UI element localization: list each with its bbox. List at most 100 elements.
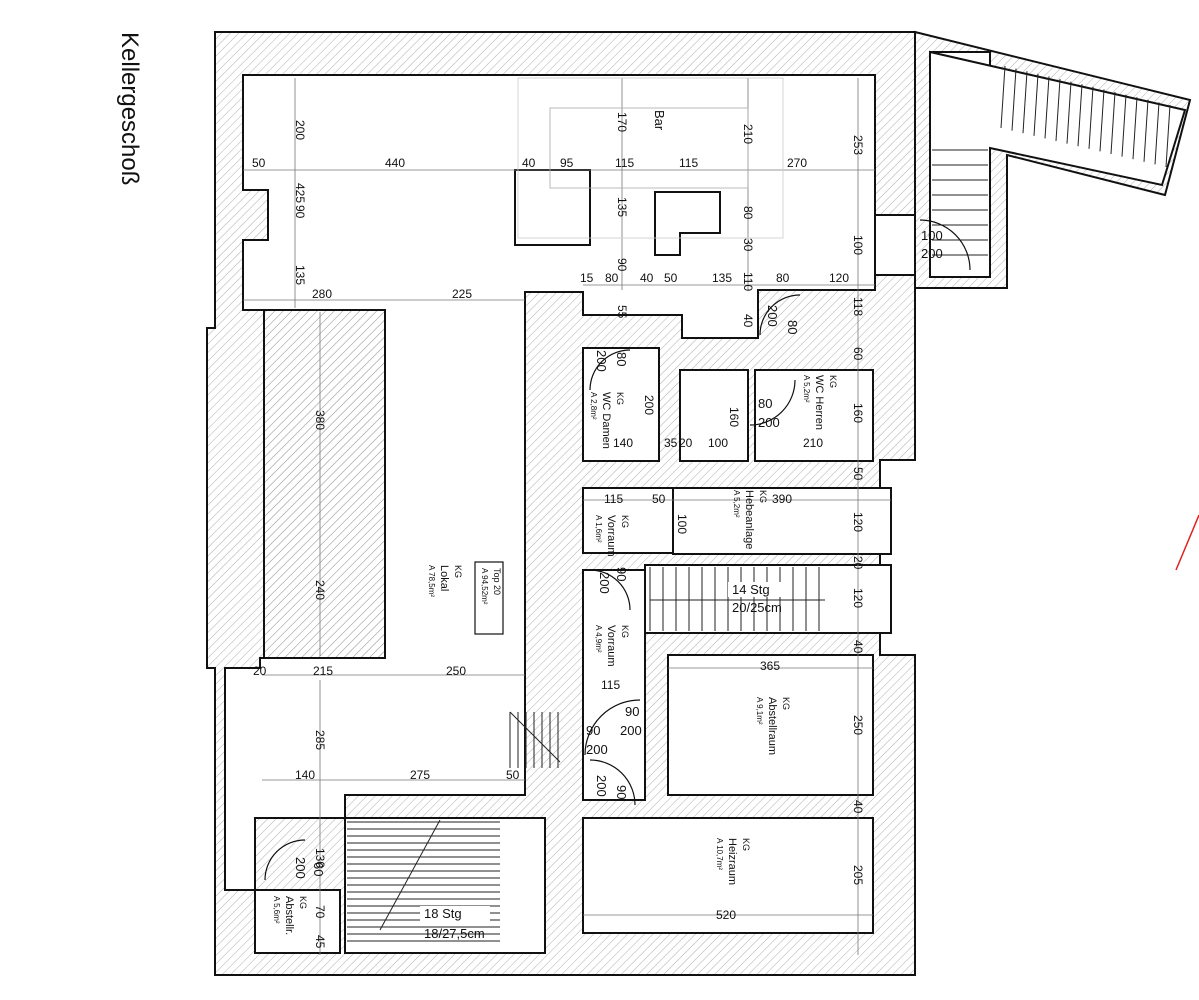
stair18-count: 18 Stg	[424, 906, 462, 921]
label-wc-herren-area: A 5,2m²	[802, 375, 811, 403]
label-vorraum2-area: A 4,9m²	[594, 625, 603, 653]
dim: 270	[787, 156, 807, 170]
dim: 20	[851, 556, 865, 570]
dim: 115	[679, 156, 698, 170]
dim: 100	[851, 235, 865, 255]
dim: 390	[772, 492, 792, 506]
stair-tread	[1011, 68, 1017, 131]
dim: 135	[615, 197, 629, 217]
label-vorraum1-area: A 1,6m²	[594, 515, 603, 543]
stair-tread	[1165, 104, 1171, 168]
lokal-area	[263, 309, 386, 659]
door-90-d: 90	[586, 723, 600, 738]
page-title: Kellergeschoß	[112, 30, 152, 230]
dim: 40	[640, 271, 654, 285]
dim: 170	[615, 112, 629, 132]
door-90-h: 90	[614, 785, 629, 799]
room-labels: Bar KG WC Damen A 2,8m² KG WC Herren A 5…	[272, 110, 838, 935]
stair-tread	[1033, 73, 1039, 136]
dim: 120	[829, 271, 849, 285]
label-heizraum: Heizraum	[726, 838, 738, 885]
dim: 15	[580, 271, 594, 285]
stair-tread	[1000, 65, 1006, 129]
dim: 253	[851, 135, 865, 155]
interior-rooms	[224, 50, 1187, 954]
dim: 140	[295, 768, 315, 782]
label-abstellraum-kg: KG	[781, 697, 791, 710]
label-wc-damen: WC Damen	[600, 392, 612, 449]
dim: 118	[851, 297, 865, 316]
dim: 55	[615, 305, 629, 319]
stair-tread	[1055, 78, 1061, 142]
dim: 120	[851, 588, 865, 608]
wc-cabin	[679, 369, 749, 462]
top-label-box	[474, 561, 504, 635]
dim: 45	[313, 935, 327, 949]
dim: 210	[741, 124, 755, 144]
label-lokal: Lokal	[438, 565, 450, 591]
door-60-i: 60	[311, 862, 326, 876]
dim: 80	[776, 271, 790, 285]
dim: 100	[708, 436, 728, 450]
label-wc-damen-kg: KG	[615, 392, 625, 405]
label-vorraum2-kg: KG	[620, 625, 630, 638]
dim: 20	[253, 664, 267, 678]
dim: 40	[851, 640, 865, 654]
door-200-b: 200	[758, 415, 780, 430]
dim: 20	[679, 436, 693, 450]
label-lokal-area: A 78,5m²	[427, 565, 436, 597]
hebeanlage-room	[672, 487, 892, 555]
stair18-size: 18/27,5cm	[424, 926, 485, 941]
stair-tread	[1066, 81, 1072, 144]
pillar-1	[514, 169, 591, 246]
door-80-e: 80	[785, 320, 800, 334]
door-90-c: 90	[625, 704, 639, 719]
label-abstellr: Abstellr.	[283, 896, 295, 935]
stair-tread	[1077, 84, 1083, 147]
dim: 70	[313, 905, 327, 919]
label-hebe-area: A 5,2m²	[732, 490, 741, 518]
abstellraum-room	[667, 654, 874, 796]
dim: 130	[313, 848, 327, 868]
dimension-texts-vertical: 200 425 90 135 380 240 285 130 70 45 170…	[293, 112, 865, 949]
heizraum-room	[582, 817, 874, 934]
stair-tread	[1132, 97, 1138, 160]
door-200-i: 200	[293, 857, 308, 879]
dim: 30	[741, 238, 755, 252]
label-hebe-kg: KG	[758, 490, 768, 503]
dim: 520	[716, 908, 736, 922]
label-abstellraum-area: A 9,1m²	[755, 697, 764, 725]
label-vorraum1-kg: KG	[620, 515, 630, 528]
dim: 40	[741, 314, 755, 328]
pillar-2	[654, 191, 721, 256]
dim: 225	[452, 287, 472, 301]
bar-area	[224, 74, 876, 891]
dim: 115	[601, 678, 620, 692]
dim: 120	[851, 512, 865, 532]
stair14-room	[644, 564, 892, 634]
label-abstellraum: Abstellraum	[766, 697, 778, 755]
wc-damen-room	[582, 347, 660, 462]
dim: 50	[252, 156, 266, 170]
stair-tread	[1143, 99, 1149, 162]
dim: 60	[851, 347, 865, 361]
vorraum2-room	[582, 569, 646, 801]
label-wc-damen-area: A 2,8m²	[589, 392, 598, 420]
stair-tread	[1022, 71, 1028, 134]
door-80-f: 80	[614, 352, 629, 366]
label-bar: Bar	[652, 110, 667, 131]
label-top: Top 20	[492, 568, 502, 595]
stair-ramp	[929, 50, 1187, 278]
label-wc-herren: WC Herren	[813, 375, 825, 430]
dim: 110	[741, 272, 755, 291]
dim: 80	[605, 271, 619, 285]
dim: 40	[522, 156, 536, 170]
dim: 50	[652, 492, 666, 506]
dim: 240	[313, 580, 327, 600]
stair-tread	[1088, 86, 1094, 149]
dim: 115	[615, 156, 634, 170]
door-200-a: 200	[921, 246, 943, 261]
dim: 200	[642, 395, 656, 415]
abstellr-room	[254, 889, 341, 954]
